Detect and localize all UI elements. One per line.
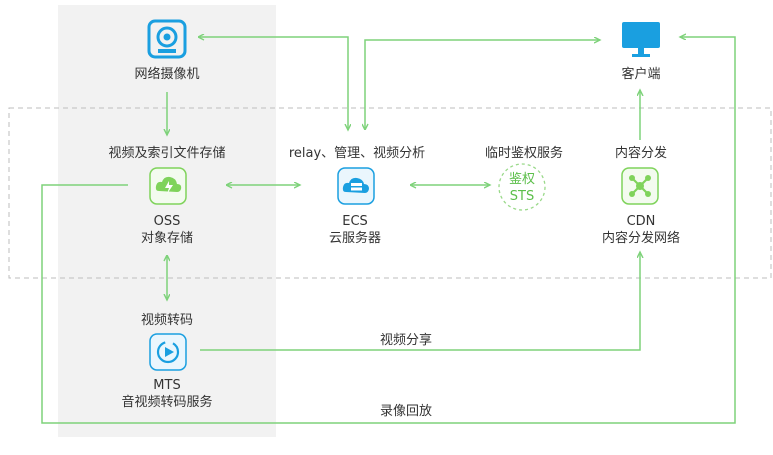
sts-badge-circle xyxy=(498,163,546,211)
sts-badge-top: 鉴权 xyxy=(508,172,536,187)
cdn-subtitle: 内容分发网络 xyxy=(601,231,681,246)
monitor-icon xyxy=(622,22,660,57)
edge-camera-to-ecs xyxy=(198,37,348,130)
ecs-icon xyxy=(337,167,375,205)
ecs-name: ECS xyxy=(342,214,368,229)
ecs-subtitle: 云服务器 xyxy=(328,231,382,246)
oss-icon xyxy=(149,167,187,205)
ecs-role-label: relay、管理、视频分析 xyxy=(288,146,426,161)
mts-name: MTS xyxy=(153,378,181,393)
edge-label-share: 视频分享 xyxy=(379,333,433,348)
mts-role-label: 视频转码 xyxy=(140,313,194,328)
oss-role-label: 视频及索引文件存储 xyxy=(108,146,226,161)
client-label: 客户端 xyxy=(621,67,661,82)
sts-badge-bottom: STS xyxy=(509,189,535,204)
cdn-role-label: 内容分发 xyxy=(614,146,668,161)
camera-label: 网络摄像机 xyxy=(134,67,200,82)
cdn-name: CDN xyxy=(626,214,656,229)
edge-mts-to-cdn xyxy=(200,252,640,351)
edge-playback-loop xyxy=(41,37,736,424)
edge-label-playback: 录像回放 xyxy=(379,404,433,419)
oss-name: OSS xyxy=(153,214,181,229)
camera-icon xyxy=(147,19,187,59)
cdn-icon xyxy=(621,167,659,205)
edge-ecs-to-client xyxy=(365,40,600,130)
mts-icon xyxy=(149,333,187,371)
oss-subtitle: 对象存储 xyxy=(140,231,194,246)
sts-role-label: 临时鉴权服务 xyxy=(484,146,564,161)
mts-subtitle: 音视频转码服务 xyxy=(121,395,213,410)
